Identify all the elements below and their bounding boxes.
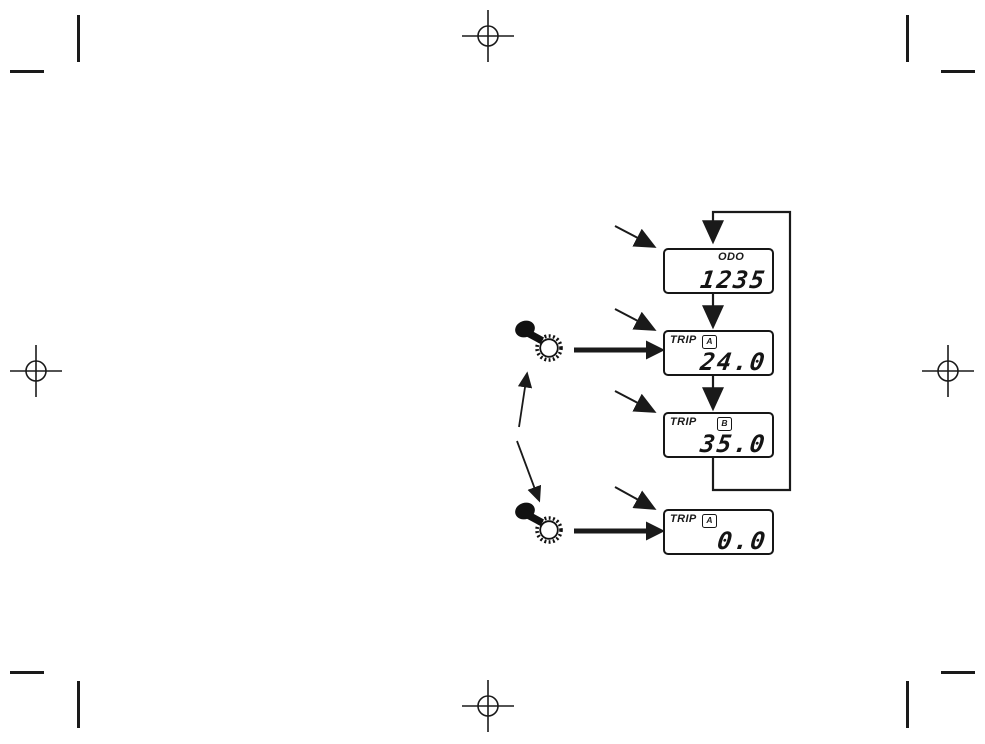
display-value: 0.0: [715, 527, 769, 555]
crop-mark: [906, 681, 909, 728]
pointer-arrow-trip-b: [614, 390, 657, 413]
knob-leader-line: [517, 371, 533, 428]
display-mode-label: TRIP: [670, 334, 697, 346]
crop-mark: [941, 70, 975, 73]
trip-indicator-badge: A: [702, 514, 717, 528]
trip-indicator-badge: B: [717, 417, 732, 431]
trip-a-display: TRIP A 24.0: [663, 330, 774, 376]
display-mode-label: TRIP: [670, 513, 697, 525]
registration-target-icon: [462, 10, 514, 62]
crop-mark: [77, 15, 80, 62]
registration-target-icon: [462, 680, 514, 732]
display-value: 1235: [698, 266, 769, 294]
registration-target-icon: [10, 345, 62, 397]
display-value: 24.0: [698, 348, 769, 376]
trip-indicator-badge: A: [702, 335, 717, 349]
trip-a-reset-display: TRIP A 0.0: [663, 509, 774, 555]
press-knob-icon: [515, 320, 563, 362]
crop-mark: [10, 671, 44, 674]
display-mode-label: TRIP: [670, 416, 697, 428]
crop-mark: [906, 15, 909, 62]
registration-target-icon: [922, 345, 974, 397]
press-knob-icon: [515, 502, 563, 544]
pointer-arrow-trip-a-reset: [614, 486, 657, 510]
pointer-arrow-odo: [614, 225, 657, 248]
display-value: 35.0: [698, 430, 769, 458]
crop-mark: [10, 70, 44, 73]
odometer-display: ODO 1235: [663, 248, 774, 294]
pointer-arrow-trip-a: [614, 308, 657, 331]
knob-reset-arrow: [574, 521, 665, 541]
knob-leader-line: [516, 440, 542, 503]
crop-mark: [77, 681, 80, 728]
knob-press-arrow: [574, 340, 665, 360]
display-mode-label: ODO: [718, 251, 745, 263]
trip-b-display: TRIP B 35.0: [663, 412, 774, 458]
crop-mark: [941, 671, 975, 674]
